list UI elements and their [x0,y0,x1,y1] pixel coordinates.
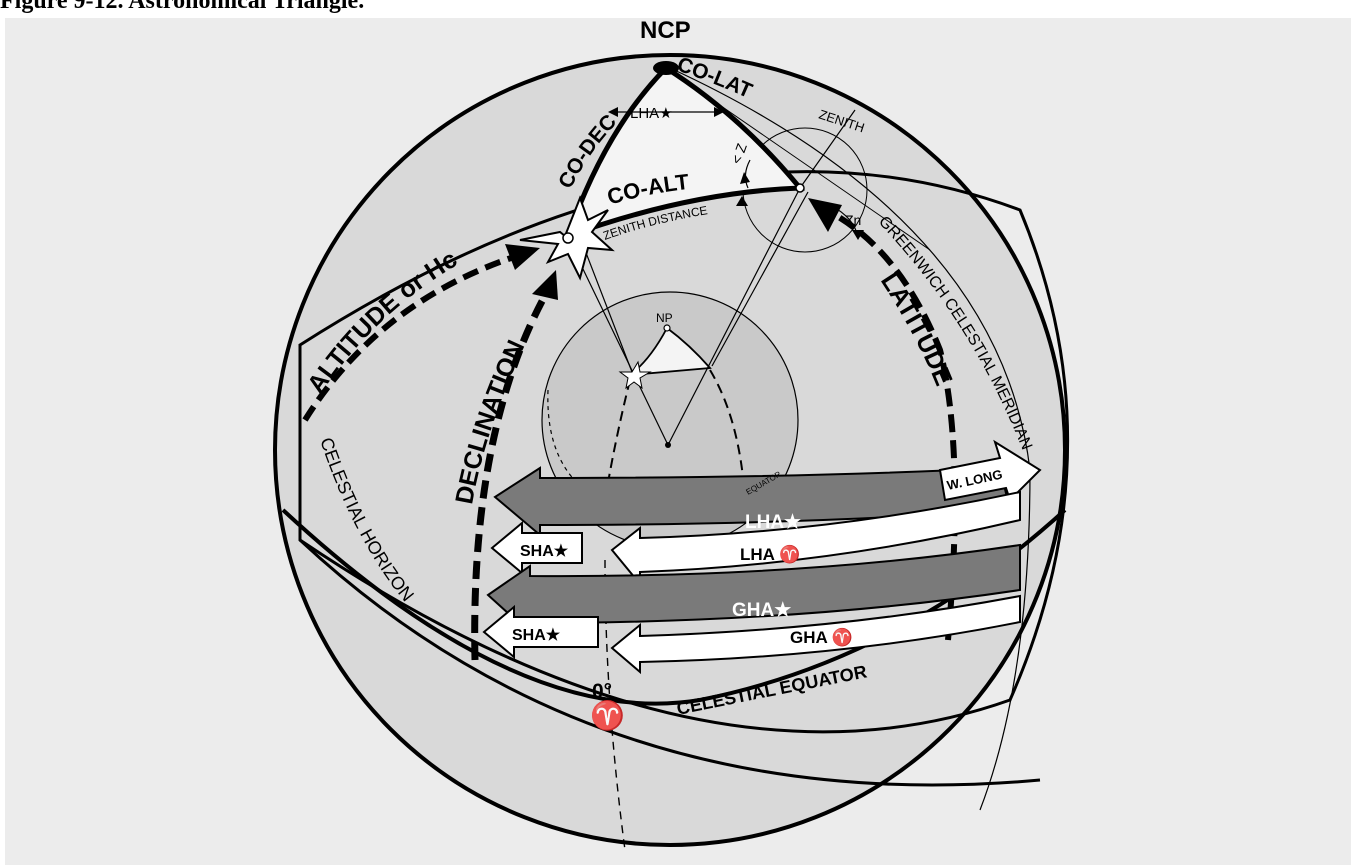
lower-equator-circle [298,538,1041,787]
angle-z-arrowhead-b [736,196,748,206]
aries-symbol-label: ♈ [590,699,625,732]
colat-zenith-line [665,67,931,251]
lha-aries-label: LHA ♈ [740,544,800,564]
aries-hour-circle [604,559,626,851]
astronomical-triangle [563,64,806,241]
ncp-label: NCP [640,17,691,44]
greenwich-meridian-line [669,67,1031,811]
star-center [562,232,574,244]
altitude-arrowhead [505,244,540,270]
declination-arc [471,288,552,661]
zenith-point [795,183,805,193]
declination-arrowhead [532,270,558,300]
np-marker [663,324,671,332]
zero-degree-label: 0° [592,680,612,703]
gha-aries-label: GHA ♈ [790,627,853,647]
lha-aries-band [610,490,1021,587]
angle-z-label: < Z [728,141,750,166]
w-long-band [938,439,1042,502]
zn-label: Zn [845,212,861,228]
altitude-arc [302,252,521,422]
gha-star-band [486,543,1021,636]
zn-arrowhead [852,230,864,240]
earth-triangle [626,326,712,377]
lha-star-arrow-label: LHA★ [745,512,801,533]
np-label: NP [656,311,673,325]
small-star-icon [618,360,652,390]
sha-star-1-label: SHA★ [520,543,569,560]
lha-top-arrowhead-left [608,107,618,117]
gha-aries-band [610,594,1021,675]
lha-top-arrowhead-right [714,107,724,117]
gha-star-label: GHA★ [732,600,791,621]
angle-z-arrowhead-a [740,172,750,184]
figure-caption: Figure 9-12. Astronomical Triangle. [0,0,365,14]
sha-star-band-2 [482,604,599,660]
sha-star-2-label: SHA★ [512,627,561,644]
lha-star-top-label: LHA★ [630,105,673,122]
projection-lines [567,109,856,446]
